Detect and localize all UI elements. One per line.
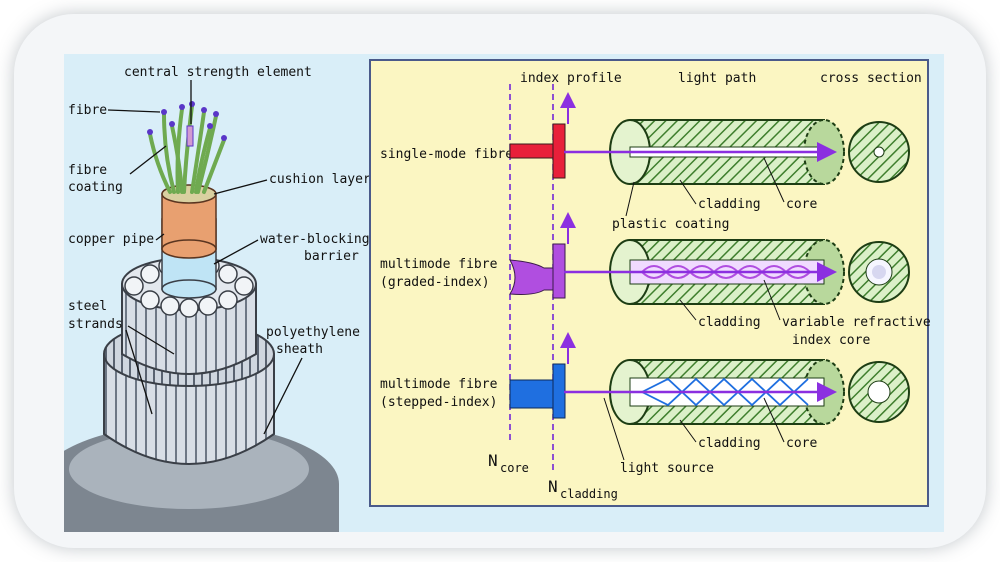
row-stepped-index: multimode fibre (stepped-index) cladding (380, 359, 910, 476)
profile-graded-core (509, 259, 555, 295)
note-core-3: core (786, 436, 817, 451)
note-cladding-2: cladding (698, 315, 761, 330)
image-frame: central strength element fibre fibre coa… (14, 14, 986, 548)
profile-graded-cladding (552, 243, 566, 299)
light-path-stepped-zigzag1 (641, 377, 809, 407)
profile-stepped-cladding (552, 363, 566, 419)
label-fibre-coating-line1: fibre (68, 163, 107, 178)
note-cladding-1: cladding (698, 197, 761, 212)
light-path-graded-wave2 (641, 265, 811, 279)
fibre-optic-diagram: central strength element fibre fibre coa… (64, 59, 931, 532)
note-index-core: index core (792, 333, 870, 348)
profile-single-mode-cladding (552, 123, 566, 179)
cable-illustration (64, 101, 339, 532)
label-multimode-graded-line1: multimode fibre (380, 257, 498, 272)
fibre-bundle (148, 104, 226, 194)
row-graded-index: multimode fibre (graded-index) clad (380, 239, 931, 348)
label-multimode-graded-line2: (graded-index) (380, 275, 490, 290)
label-n-cladding-subscript: cladding (560, 487, 618, 501)
label-polyethylene-line2: sheath (276, 342, 323, 357)
note-light-source: light source (620, 461, 714, 476)
label-n-core-subscript: core (500, 461, 529, 475)
label-cushion-layer: cushion layer (269, 172, 371, 187)
label-fibre: fibre (68, 103, 107, 118)
label-single-mode: single-mode fibre (380, 147, 513, 162)
label-n-core: N (488, 451, 498, 470)
label-multimode-stepped-line2: (stepped-index) (380, 395, 497, 410)
label-multimode-stepped-line1: multimode fibre (380, 377, 498, 392)
note-cladding-3: cladding (698, 436, 761, 451)
illustration: central strength element fibre fibre coa… (64, 54, 944, 532)
label-n-cladding: N (548, 477, 558, 496)
profile-stepped-core (509, 379, 555, 409)
label-water-blocking-line2: barrier (304, 249, 359, 264)
header-cross-section: cross section (820, 71, 922, 86)
label-copper-pipe: copper pipe (68, 232, 154, 247)
note-plastic-coating: plastic coating (612, 217, 729, 232)
label-central-strength-element: central strength element (124, 65, 312, 80)
label-steel-strands-line1: steel (68, 299, 107, 314)
header-index-profile: index profile (520, 71, 622, 86)
row-single-mode: single-mode fibre cladding core (380, 119, 910, 232)
profile-single-mode-core (509, 143, 555, 159)
label-fibre-coating-line2: coating (68, 180, 123, 195)
label-polyethylene-line1: polyethylene (266, 325, 360, 340)
label-water-blocking-line1: water-blocking (260, 232, 370, 247)
fibre-types-panel: index profile light path cross section s… (369, 59, 931, 507)
central-strength-element (186, 125, 194, 147)
note-variable-refractive: variable refractive (782, 315, 931, 330)
light-path-graded-wave1 (641, 265, 811, 279)
note-core-1: core (786, 197, 817, 212)
label-steel-strands-line2: strands (68, 317, 123, 332)
header-light-path: light path (678, 71, 756, 86)
light-path-stepped-zigzag2 (641, 377, 809, 407)
